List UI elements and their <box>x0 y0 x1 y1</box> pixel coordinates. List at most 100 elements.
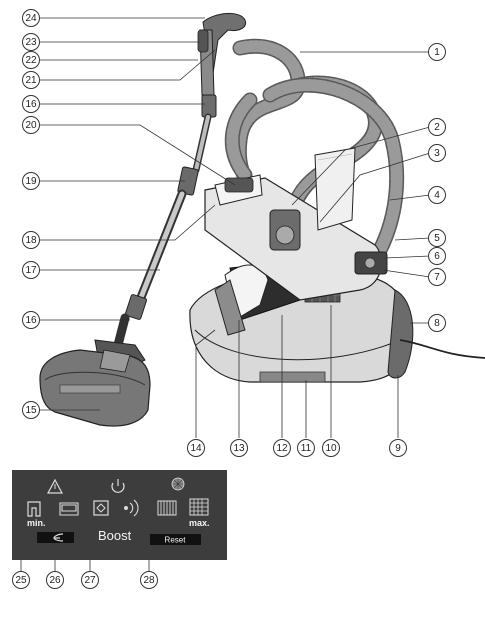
callout-23: 23 <box>22 33 40 51</box>
callout-28: 28 <box>140 571 158 589</box>
callout-number: 16 <box>25 99 37 110</box>
upholstery-icon[interactable] <box>59 502 79 516</box>
rug-max-icon[interactable] <box>189 498 209 516</box>
floorhead <box>39 339 151 427</box>
callout-number: 2 <box>434 122 440 133</box>
callout-number: 20 <box>25 120 37 131</box>
callout-circle <box>22 261 40 279</box>
callout-number: 22 <box>25 55 37 66</box>
dust-bag-icon[interactable] <box>93 500 109 516</box>
callout-circle <box>22 231 40 249</box>
max-label: max. <box>189 518 210 528</box>
callout-number: 11 <box>301 443 312 454</box>
callout-5: 5 <box>428 229 446 247</box>
callout-circle <box>46 571 64 589</box>
callout-circle <box>12 571 30 589</box>
callout-1: 1 <box>428 43 446 61</box>
callout-19: 19 <box>22 172 40 190</box>
callout-number: 3 <box>434 148 440 159</box>
callout-26: 26 <box>46 571 64 589</box>
callout-number: 4 <box>434 190 440 201</box>
callout-21: 21 <box>22 71 40 89</box>
callout-number: 9 <box>395 443 401 454</box>
callout-9: 9 <box>389 439 407 457</box>
callout-16a: 16 <box>22 95 40 113</box>
callout-8: 8 <box>428 314 446 332</box>
suction-hose <box>224 38 405 258</box>
callout-27: 27 <box>81 571 99 589</box>
callout-3: 3 <box>428 144 446 162</box>
callout-circle <box>428 186 446 204</box>
callout-circle <box>428 118 446 136</box>
callout-number: 12 <box>276 443 288 454</box>
callout-circle <box>140 571 158 589</box>
reset-button[interactable]: Reset <box>150 534 201 545</box>
control-panel: min. Boost max. Res <box>12 470 227 560</box>
callouts: 1234567891011121314151616171819202122232… <box>12 9 446 589</box>
callout-circle <box>428 268 446 286</box>
vacuum-illustration <box>39 13 485 427</box>
callout-circle <box>273 439 291 457</box>
callout-circle <box>428 43 446 61</box>
warning-icon <box>46 478 64 494</box>
callout-number: 5 <box>434 233 440 244</box>
callout-24: 24 <box>22 9 40 27</box>
callout-number: 19 <box>25 176 37 187</box>
callout-circle <box>389 439 407 457</box>
callout-number: 17 <box>25 265 37 276</box>
callout-circle <box>22 71 40 89</box>
callout-10: 10 <box>322 439 340 457</box>
callout-circle <box>322 439 340 457</box>
reset-label: Reset <box>165 536 187 545</box>
callout-circle <box>22 33 40 51</box>
callout-number: 8 <box>434 318 440 329</box>
callout-6: 6 <box>428 247 446 265</box>
callout-number: 10 <box>325 443 337 454</box>
callout-circle <box>22 401 40 419</box>
min-label: min. <box>27 518 46 528</box>
callout-14: 14 <box>187 439 205 457</box>
callout-25: 25 <box>12 571 30 589</box>
callout-circle <box>22 9 40 27</box>
callout-circle <box>297 439 315 457</box>
handle-and-wand <box>113 13 247 350</box>
callout-circle <box>428 314 446 332</box>
callout-circle <box>22 116 40 134</box>
carpet-low-icon[interactable] <box>27 501 41 517</box>
callout-number: 25 <box>15 575 27 586</box>
callout-2: 2 <box>428 118 446 136</box>
power-icon <box>111 479 125 493</box>
callout-20: 20 <box>22 116 40 134</box>
callout-circle <box>230 439 248 457</box>
sound-icon[interactable] <box>124 499 139 517</box>
callout-16b: 16 <box>22 311 40 329</box>
rewind-icon <box>53 533 64 542</box>
callout-number: 26 <box>49 575 61 586</box>
callout-13: 13 <box>230 439 248 457</box>
callout-4: 4 <box>428 186 446 204</box>
callout-number: 15 <box>25 405 37 416</box>
callout-circle <box>22 51 40 69</box>
callout-circle <box>81 571 99 589</box>
callout-number: 13 <box>233 443 245 454</box>
callout-15: 15 <box>22 401 40 419</box>
callout-circle <box>22 311 40 329</box>
rewind-button[interactable] <box>37 532 74 543</box>
callout-number: 23 <box>25 37 37 48</box>
callout-11: 11 <box>297 439 315 457</box>
callout-number: 1 <box>434 47 440 58</box>
callout-7: 7 <box>428 268 446 286</box>
callout-circle <box>22 95 40 113</box>
callout-number: 27 <box>84 575 96 586</box>
callout-circle <box>428 144 446 162</box>
callout-number: 24 <box>25 13 37 24</box>
boost-label[interactable]: Boost <box>98 528 132 543</box>
callout-number: 16 <box>25 315 37 326</box>
callout-circle <box>428 247 446 265</box>
callout-number: 18 <box>25 235 37 246</box>
filter-icon <box>171 477 185 491</box>
hard-floor-icon[interactable] <box>157 500 177 516</box>
callout-17: 17 <box>22 261 40 279</box>
callout-circle <box>187 439 205 457</box>
